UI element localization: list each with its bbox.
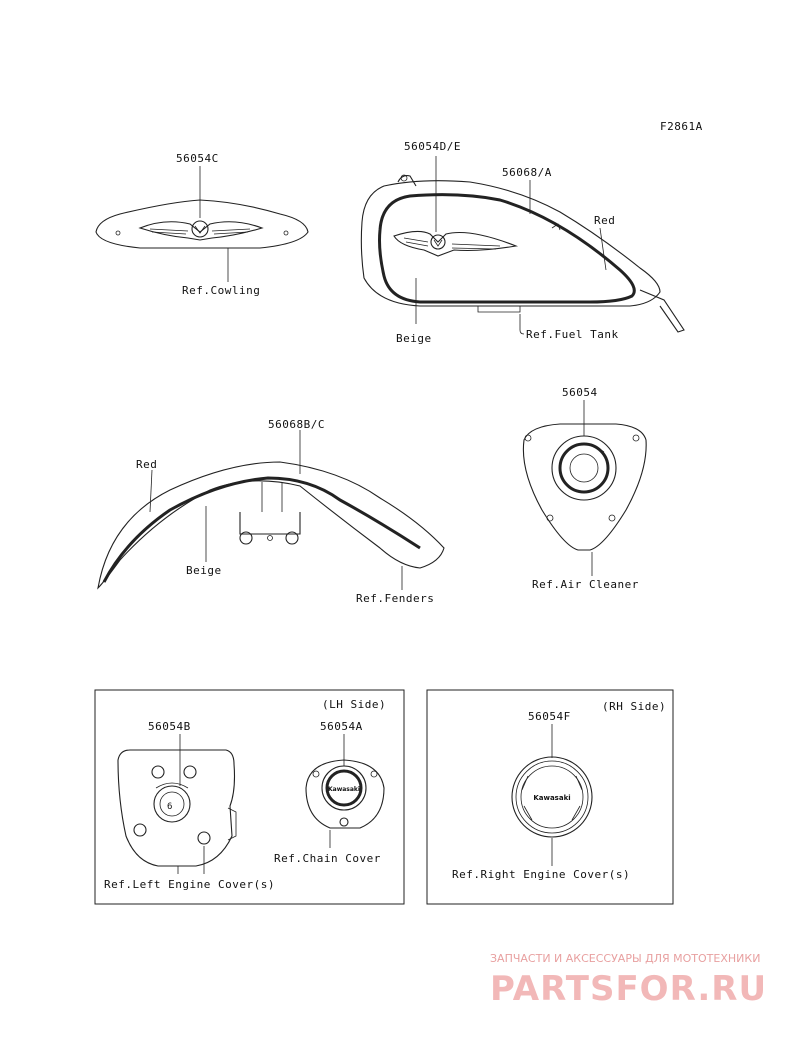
label-chain-part: 56054A <box>320 720 363 733</box>
svg-text:6: 6 <box>167 802 173 812</box>
label-tank-emblem: 56054D/E <box>404 140 461 153</box>
fuel-tank-drawing <box>360 174 685 333</box>
lh-side-box <box>94 689 405 905</box>
label-tank-stripe: 56068/A <box>502 166 552 179</box>
label-fender-part: 56068B/C <box>268 418 325 431</box>
fender-drawing <box>97 461 445 590</box>
label-air-ref: Ref.Air Cleaner <box>532 578 639 591</box>
watermark-tagline: ЗАПЧАСТИ И АКСЕССУАРЫ ДЛЯ МОТОТЕХНИКИ <box>490 952 760 965</box>
label-fender-beige: Beige <box>186 564 222 577</box>
chain-badge-text: Kawasaki <box>328 786 360 793</box>
label-tank-beige: Beige <box>396 332 432 345</box>
air-cleaner-drawing <box>522 423 647 551</box>
right-engine-cover-drawing: Kawasaki <box>511 756 593 838</box>
leader-tank-red <box>599 227 607 271</box>
leader-tank-ref <box>519 314 525 335</box>
chain-cover-drawing: Kawasaki <box>305 759 385 829</box>
left-engine-cover-drawing: 6 <box>117 749 237 874</box>
watermark-brand: PARTSFOR.RU <box>490 969 767 1009</box>
label-chain-ref: Ref.Chain Cover <box>274 852 381 865</box>
label-tank-red: Red <box>594 214 615 227</box>
cowling-drawing <box>95 199 309 249</box>
label-right-engine-part: 56054F <box>528 710 571 723</box>
label-tank-ref: Ref.Fuel Tank <box>526 328 619 341</box>
label-right-engine-ref: Ref.Right Engine Cover(s) <box>452 868 630 881</box>
label-air-part: 56054 <box>562 386 598 399</box>
leader-fender-red <box>149 469 153 513</box>
label-cowling-ref: Ref.Cowling <box>182 284 260 297</box>
label-rh-side: (RH Side) <box>602 700 666 713</box>
label-left-engine-part: 56054B <box>148 720 191 733</box>
label-left-engine-ref: Ref.Left Engine Cover(s) <box>104 878 275 891</box>
right-badge-text: Kawasaki <box>533 794 570 802</box>
label-fender-ref: Ref.Fenders <box>356 592 434 605</box>
figure-id: F2861A <box>660 120 703 133</box>
rh-side-box <box>426 689 674 905</box>
label-fender-red: Red <box>136 458 157 471</box>
label-lh-side: (LH Side) <box>322 698 386 711</box>
label-cowling-part: 56054C <box>176 152 219 165</box>
